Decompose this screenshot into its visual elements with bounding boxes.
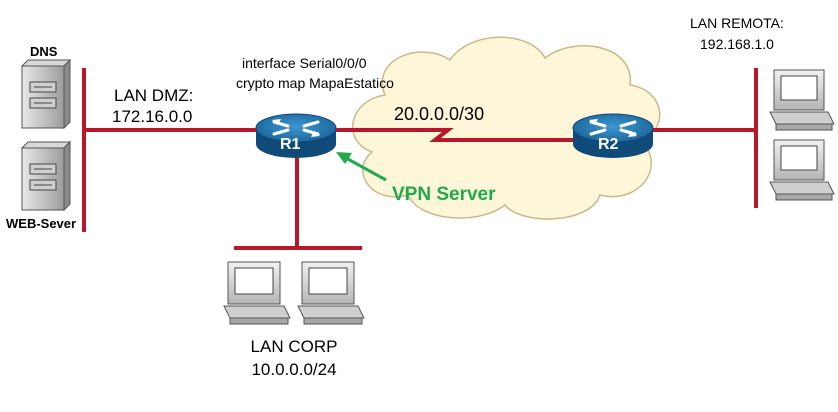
lan-dmz-title: LAN DMZ: (114, 86, 194, 105)
router-icon (255, 113, 337, 158)
r1-config-line2: crypto map MapaEstatico (236, 75, 394, 91)
server-icon (20, 140, 72, 212)
server-icon (20, 58, 72, 130)
lan-remota-network: 192.168.1.0 (700, 36, 774, 52)
computer-icon (769, 69, 835, 131)
dns-label: DNS (30, 44, 58, 59)
cloud-icon (352, 36, 661, 220)
computer-icon (223, 261, 291, 325)
web-server-label: WEB-Sever (6, 216, 77, 231)
computer-icon (769, 139, 835, 201)
router-r1-label: R1 (280, 136, 301, 153)
router-r2-label: R2 (598, 136, 619, 153)
lan-corp-network: 10.0.0.0/24 (251, 360, 337, 379)
computer-icon (297, 261, 365, 325)
wan-network: 20.0.0.0/30 (394, 104, 485, 124)
serial-link (336, 128, 576, 142)
vpn-server-label: VPN Server (392, 184, 496, 205)
lan-corp-title: LAN CORP (250, 337, 338, 356)
router-icon (572, 113, 654, 158)
lan-remota-title: LAN REMOTA: (690, 15, 784, 31)
lan-dmz-network: 172.16.0.0 (112, 107, 193, 126)
r1-config-line1: interface Serial0/0/0 (242, 55, 367, 71)
arrow-icon (336, 152, 387, 182)
